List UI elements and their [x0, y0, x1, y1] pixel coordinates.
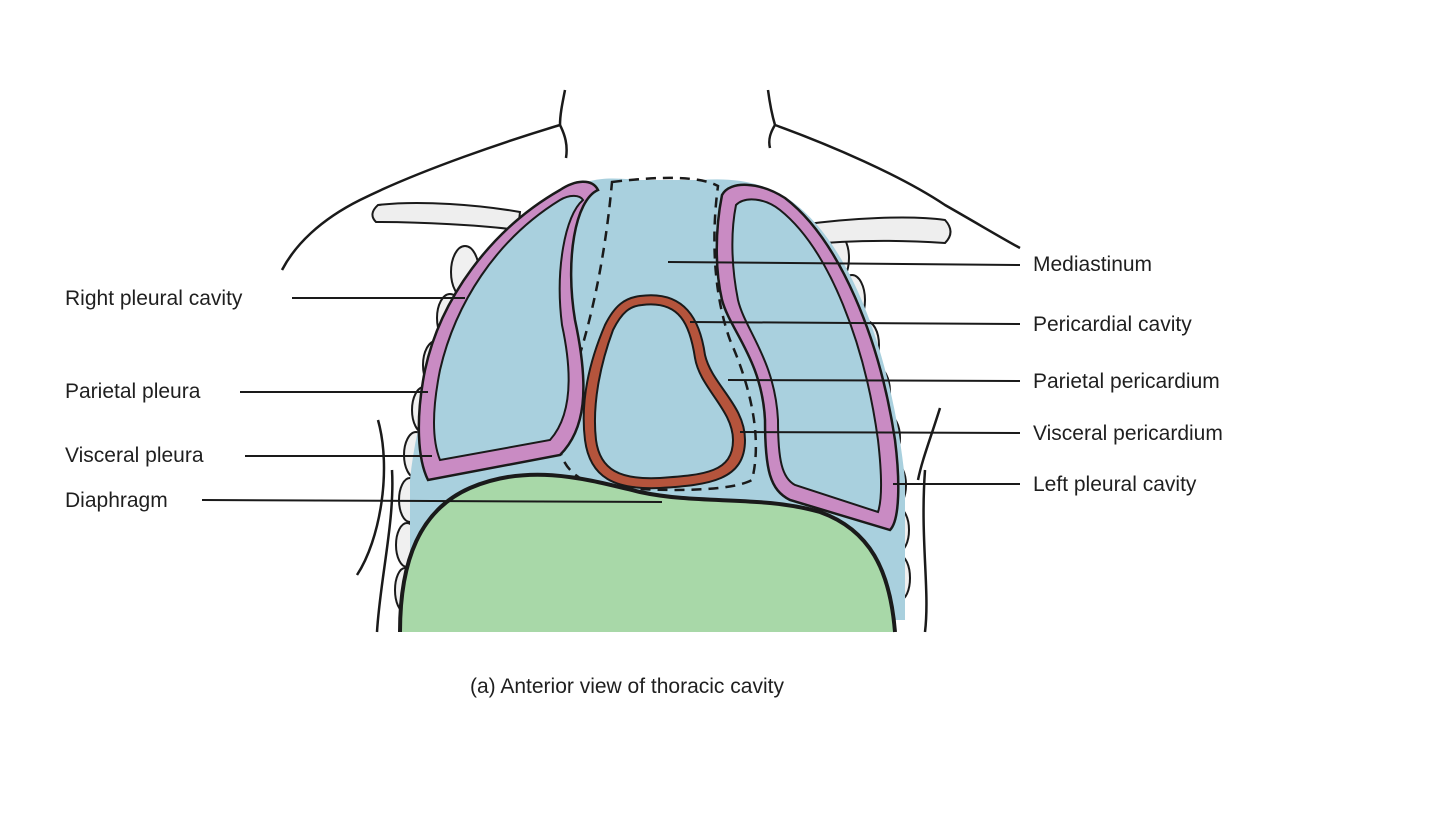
leader-lines: [201, 261, 1021, 503]
clavicles: [371, 202, 952, 247]
label-parietal-pericardium: Parietal pericardium: [1033, 370, 1220, 393]
label-parietal-pleura: Parietal pleura: [65, 380, 201, 403]
diaphragm-region: [400, 474, 895, 632]
leader-parietal-pericardium: [727, 379, 1021, 382]
label-left-pleural-cavity: Left pleural cavity: [1033, 473, 1197, 496]
mediastinum-boundary: [557, 176, 758, 492]
label-right-pleural-cavity: Right pleural cavity: [65, 287, 243, 310]
diaphragm-line: [398, 472, 897, 633]
pericardial-cavity: [593, 303, 735, 480]
right-pleural-cavity: [433, 194, 585, 462]
leader-pericardial-cavity: [689, 321, 1021, 325]
figure-caption: (a) Anterior view of thoracic cavity: [470, 675, 784, 698]
leader-mediastinum: [667, 261, 1021, 266]
label-visceral-pleura: Visceral pleura: [65, 444, 204, 467]
leader-diaphragm: [201, 499, 663, 503]
label-visceral-pericardium: Visceral pericardium: [1033, 422, 1223, 445]
leader-visceral-pericardium: [739, 431, 1021, 434]
label-mediastinum: Mediastinum: [1033, 253, 1153, 276]
label-diaphragm: Diaphragm: [65, 489, 168, 512]
body-outline: [280, 89, 1021, 633]
left-pleural-cavity: [731, 198, 882, 514]
label-pericardial-cavity: Pericardial cavity: [1033, 313, 1192, 336]
